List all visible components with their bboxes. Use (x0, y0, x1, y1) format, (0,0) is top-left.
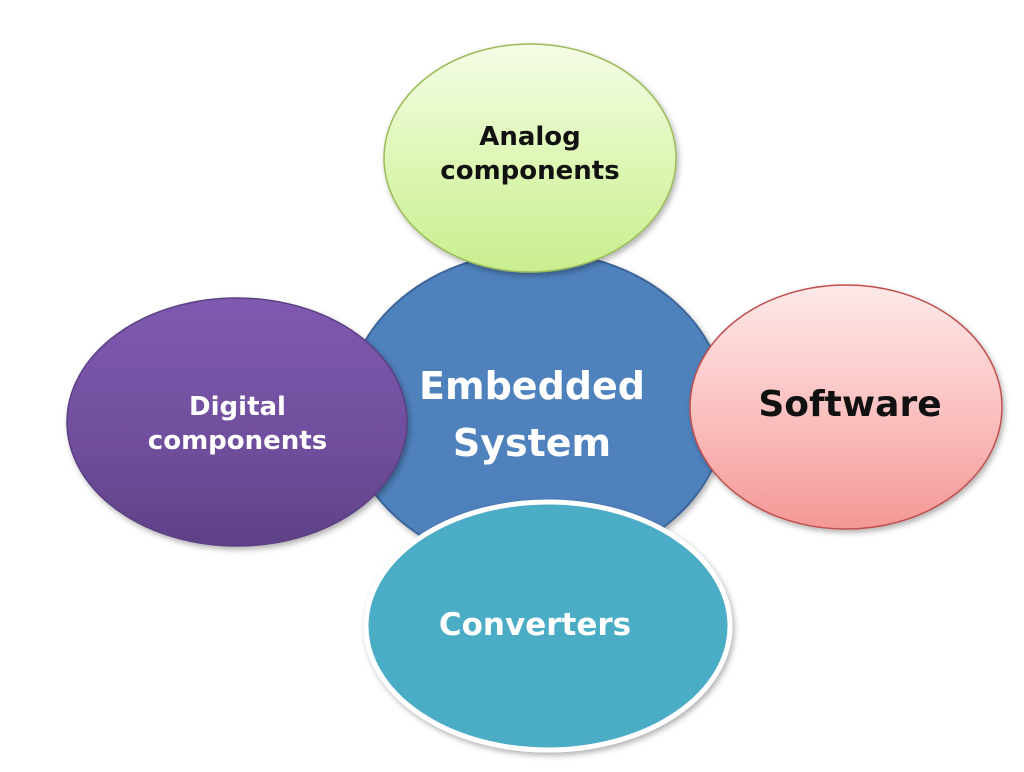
converters-label: Converters (400, 585, 670, 665)
digital-label: Digital components (115, 370, 360, 480)
software-label: Software (720, 360, 980, 450)
center-label-line1: Embedded (419, 364, 645, 408)
digital-label-line1: Digital (189, 392, 286, 423)
analog-label: Analog components (410, 100, 650, 210)
center-label: Embedded System (392, 350, 672, 480)
analog-label-line2: components (440, 156, 620, 186)
software-circle (689, 284, 1003, 530)
digital-label-line2: components (147, 426, 328, 456)
digital-circle (66, 297, 408, 547)
analog-label-line1: Analog (479, 122, 581, 153)
analog-circle (383, 43, 677, 273)
software-label-text: Software (758, 383, 942, 425)
converters-circle (363, 499, 733, 753)
converters-label-text: Converters (438, 606, 632, 643)
center-label-line2: System (452, 421, 612, 465)
